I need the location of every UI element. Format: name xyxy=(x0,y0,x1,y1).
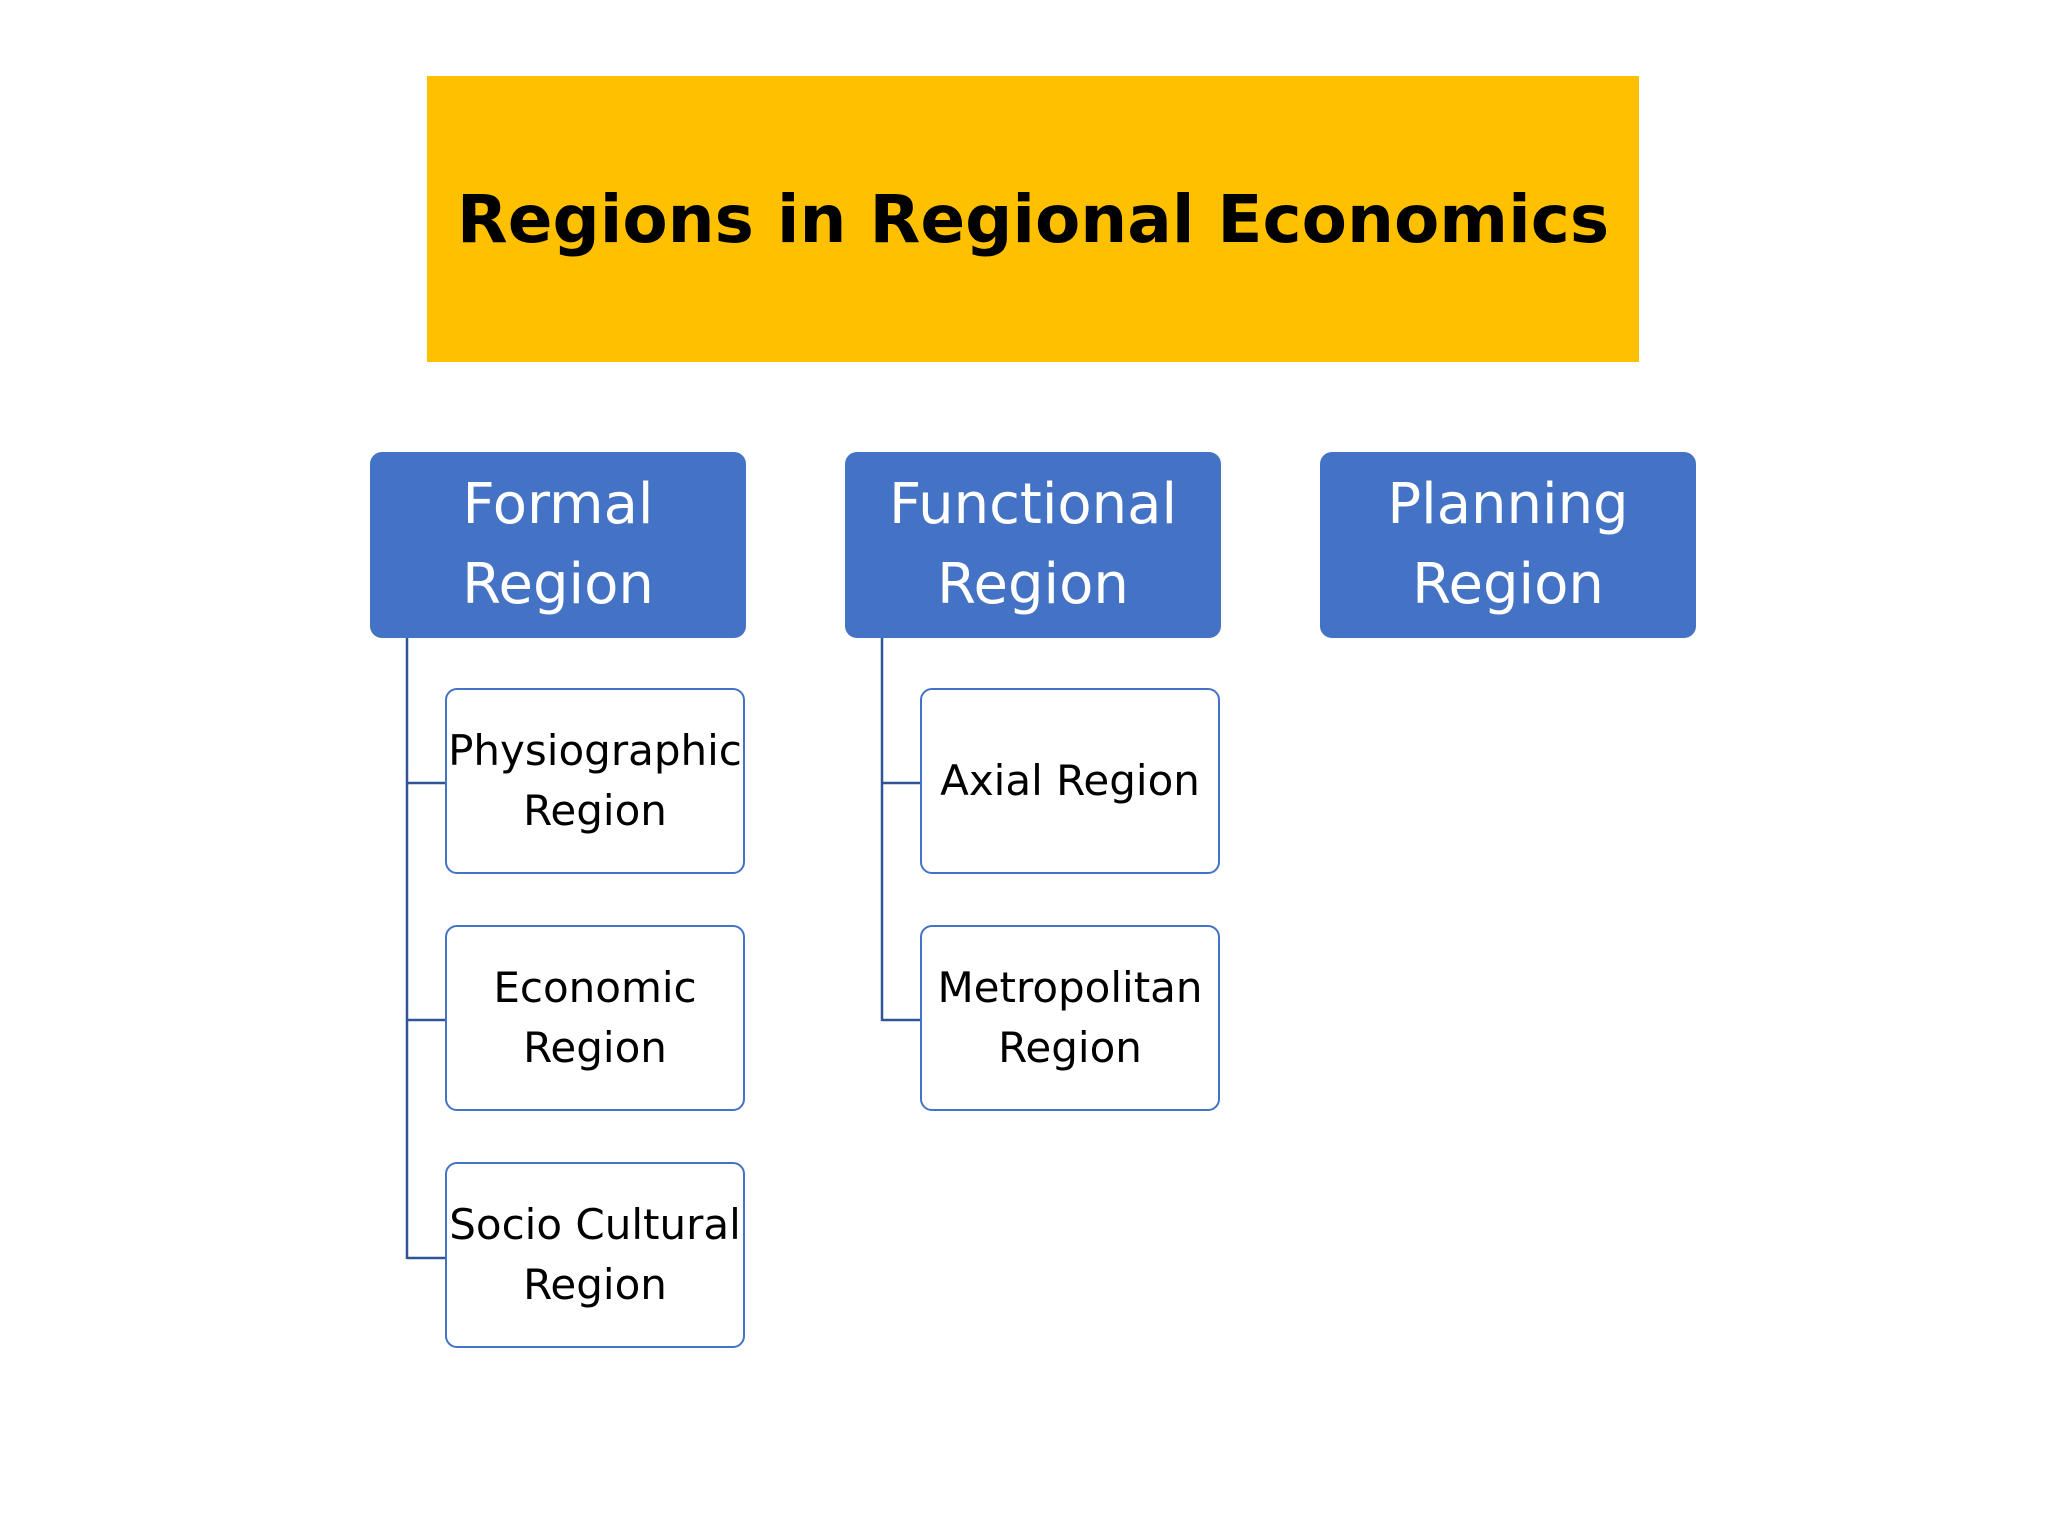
sub-economic-region: Economic Region xyxy=(445,925,745,1111)
title-banner: Regions in Regional Economics xyxy=(427,76,1639,362)
category-label-line2: Region xyxy=(1412,552,1604,617)
category-label-line2: Region xyxy=(937,552,1129,617)
sub-label-line1: Metropolitan xyxy=(937,963,1203,1012)
sub-label-line1: Socio Cultural xyxy=(449,1200,741,1249)
diagram-title: Regions in Regional Economics xyxy=(456,180,1610,258)
category-label-line1: Formal xyxy=(462,472,654,537)
sub-socio-cultural-region: Socio Cultural Region xyxy=(445,1162,745,1348)
sub-label-line2: Region xyxy=(523,1023,667,1072)
category-label-line1: Planning xyxy=(1387,472,1629,537)
sub-physiographic-region: Physiographic Region xyxy=(445,688,745,874)
category-label-line2: Region xyxy=(462,552,654,617)
sub-label-line2: Region xyxy=(523,1260,667,1309)
category-functional-region: Functional Region xyxy=(845,452,1221,638)
sub-label-line1: Axial Region xyxy=(940,756,1200,805)
sub-label-line2: Region xyxy=(998,1023,1142,1072)
category-formal-region: Formal Region xyxy=(370,452,746,638)
sub-label-line1: Economic xyxy=(493,963,697,1012)
sub-label-line2: Region xyxy=(523,786,667,835)
sub-axial-region: Axial Region xyxy=(920,688,1220,874)
sub-label-line1: Physiographic xyxy=(448,726,742,775)
category-planning-region: Planning Region xyxy=(1320,452,1696,638)
category-label-line1: Functional xyxy=(888,472,1178,537)
sub-metropolitan-region: Metropolitan Region xyxy=(920,925,1220,1111)
